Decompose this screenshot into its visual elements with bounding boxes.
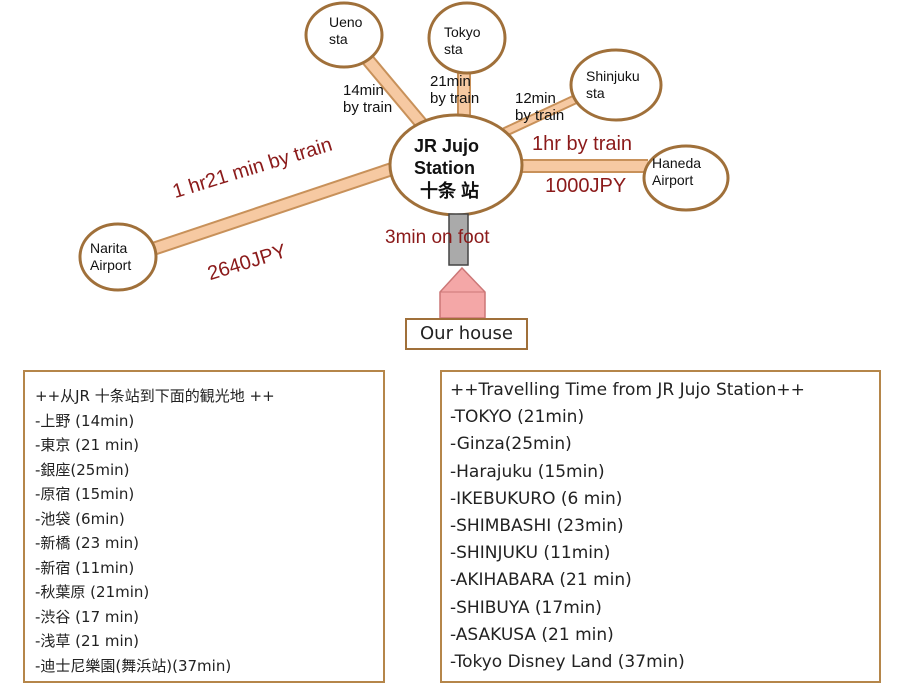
english-travel-times-box: ++Travelling Time from JR Jujo Station++… [440, 370, 881, 683]
station-ueno: Ueno sta [329, 14, 363, 47]
route-haneda-fare: 1000JPY [545, 175, 627, 197]
connector-shinjuku [502, 93, 581, 137]
list-item: -原宿 (15min) [35, 485, 135, 503]
station-jujo: JR Jujo Station [414, 136, 480, 178]
station-tokyo-circle [427, 1, 507, 75]
list-item: -SHIBUYA (17min) [450, 597, 602, 618]
our-house-label: Our house [405, 318, 528, 350]
list-item: -SHIMBASHI (23min) [450, 515, 624, 536]
house-icon [439, 266, 486, 319]
station-shinjuku: Shinjuku sta [586, 68, 640, 101]
list-item: -TOKYO (21min) [450, 407, 585, 428]
station-narita: Narita Airport [90, 240, 132, 273]
foot-path [448, 213, 469, 266]
list-item: -銀座(25min) [35, 460, 130, 479]
list-item: -IKEBUKURO (6 min) [450, 488, 623, 509]
list-item: -SHINJUKU (11min) [450, 543, 611, 564]
list-item: -Ginza(25min) [450, 434, 572, 455]
list-item: -新宿 (11min) [35, 558, 135, 577]
list-item: -東京 (21 min) [35, 436, 140, 454]
box-title: ++Travelling Time from JR Jujo Station++ [450, 380, 805, 400]
list-item: -Harajuku (15min) [450, 461, 605, 482]
list-item: -渋谷 (17 min) [35, 607, 140, 626]
connector-ueno [362, 55, 431, 133]
connector-narita [147, 161, 398, 257]
station-ueno-circle [304, 1, 384, 69]
list-item: -浅草 (21 min) [35, 632, 140, 650]
station-narita-circle [78, 222, 158, 292]
list-item: -Tokyo Disney Land (37min) [450, 651, 685, 672]
route-haneda-time: 1hr by train [532, 133, 633, 155]
chinese-travel-times-box: ++从JR 十条站到下面的観光地 ++ -上野 (14min) -東京 (21 … [23, 370, 385, 683]
box-title: ++从JR 十条站到下面的観光地 ++ [35, 387, 275, 405]
station-haneda-circle [642, 144, 730, 212]
route-foot-label: 3min on foot [385, 227, 490, 248]
list-item: -ASAKUSA (21 min) [450, 624, 614, 645]
list-item: -上野 (14min) [35, 411, 135, 430]
list-item: -池袋 (6min) [35, 509, 125, 528]
route-tokyo-label: 21min by train [430, 73, 480, 108]
list-item: -AKIHABARA (21 min) [450, 570, 632, 591]
list-item: -迪士尼樂園(舞浜站)(37min) [35, 656, 232, 675]
station-tokyo: Tokyo sta [444, 24, 481, 57]
station-haneda: Haneda Airport [652, 155, 702, 188]
route-shinjuku-label: 12min by train [515, 90, 565, 125]
route-ueno-label: 14min by train [343, 82, 393, 117]
list-item: -秋葉原 (21min) [35, 583, 150, 601]
station-shinjuku-circle [569, 48, 663, 122]
station-jujo-jp: 十条 站 [420, 181, 480, 201]
list-item: -新橋 (23 min) [35, 534, 140, 552]
